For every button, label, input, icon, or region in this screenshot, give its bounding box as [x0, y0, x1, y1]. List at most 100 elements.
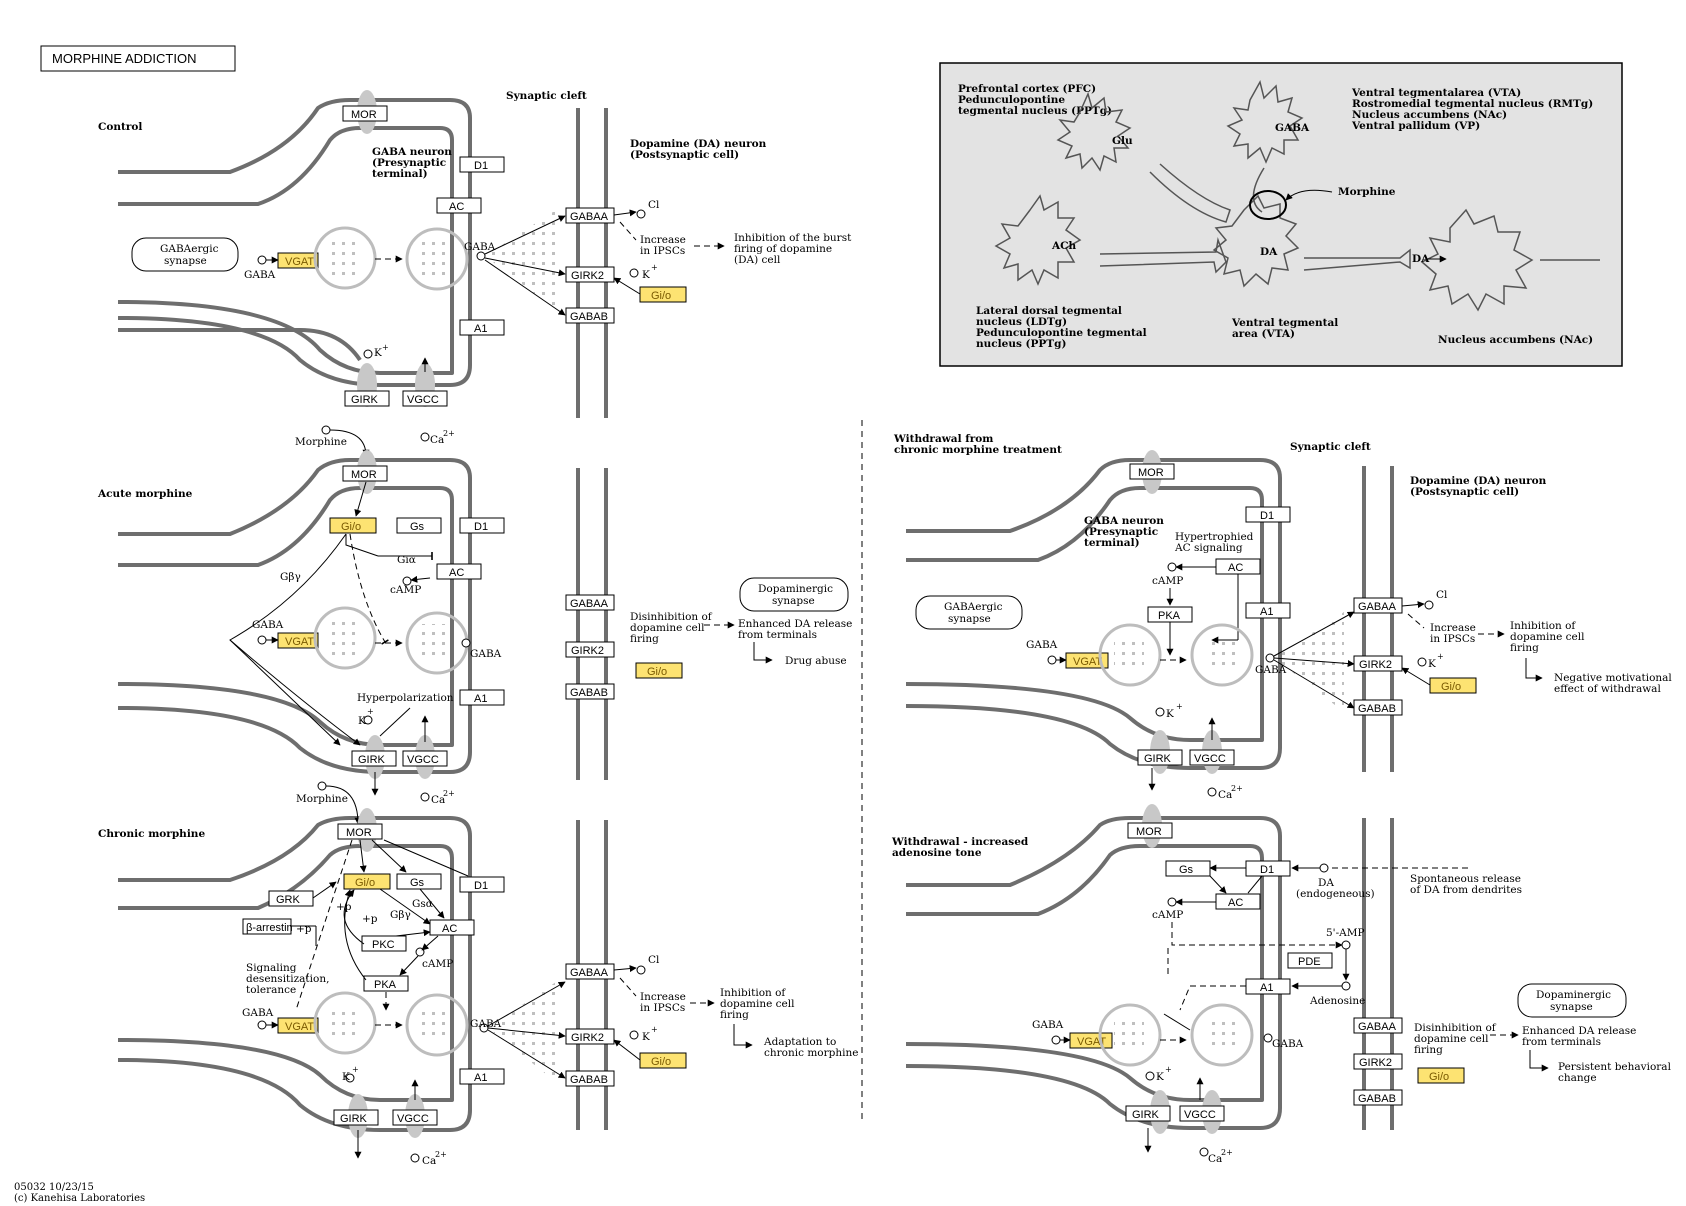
label-gaba-neuron-w3: terminal): [1084, 537, 1140, 549]
gene-mor-chronic[interactable]: MOR: [337, 823, 383, 840]
gene-vgat-adenosine[interactable]: VGAT: [1069, 1032, 1113, 1049]
map-title-box[interactable]: MORPHINE ADDICTION: [40, 45, 236, 72]
gene-girk-withdrawal[interactable]: GIRK: [1137, 749, 1183, 766]
gene-mor-control[interactable]: MOR: [342, 105, 388, 122]
gene-gabab-withdrawal[interactable]: GABAB: [1353, 699, 1403, 716]
svg-text:in IPSCs: in IPSCs: [640, 1002, 685, 1014]
gene-a1-chronic[interactable]: A1: [459, 1068, 505, 1085]
svg-text:Cl: Cl: [648, 199, 660, 211]
gene-gabab-chronic[interactable]: GABAB: [565, 1070, 615, 1087]
gene-ac-withdrawal[interactable]: AC: [1215, 558, 1261, 575]
gene-vgcc-adenosine[interactable]: VGCC: [1179, 1105, 1225, 1122]
gene-gabaa-chronic[interactable]: GABAA: [565, 963, 615, 980]
gene-a1-acute[interactable]: A1: [459, 689, 505, 706]
dopaminergic-synapse-link-w[interactable]: Dopaminergic synapse: [1517, 983, 1627, 1018]
svg-text:GABA: GABA: [1026, 639, 1058, 651]
svg-text:GABA: GABA: [464, 241, 496, 253]
gene-gabaa-acute[interactable]: GABAA: [565, 594, 615, 611]
gene-grk-chronic[interactable]: GRK: [268, 890, 314, 907]
gene-vgat-withdrawal[interactable]: VGAT: [1065, 652, 1109, 669]
gene-gabaa-withdrawal[interactable]: GABAA: [1353, 597, 1403, 614]
gene-vgcc-control[interactable]: VGCC: [402, 390, 448, 407]
gene-gio-acute-post[interactable]: Gi/o: [635, 662, 683, 679]
gene-girk2-adenosine[interactable]: GIRK2: [1353, 1053, 1403, 1070]
svg-text:Inhibition of: Inhibition of: [720, 987, 786, 999]
gabaergic-synapse-link[interactable]: GABAergic synapse: [131, 237, 239, 272]
gene-gio-chronic[interactable]: Gi/o: [343, 873, 391, 890]
gene-a1-withdrawal[interactable]: A1: [1245, 602, 1291, 619]
gene-d1-adenosine[interactable]: D1: [1245, 860, 1291, 877]
gene-girk2-control[interactable]: GIRK2: [565, 266, 615, 283]
gene-vgat-control[interactable]: VGAT: [277, 252, 319, 269]
gene-ac-adenosine[interactable]: AC: [1215, 893, 1261, 910]
gene-vgcc-acute[interactable]: VGCC: [402, 750, 448, 767]
svg-text:VGAT: VGAT: [285, 1021, 314, 1033]
gene-a1-control[interactable]: A1: [459, 319, 505, 336]
panel-label-chronic: Chronic morphine: [98, 828, 205, 840]
gene-d1-control[interactable]: D1: [459, 156, 505, 173]
gene-gabab-control[interactable]: GABAB: [565, 307, 615, 324]
svg-text:cAMP: cAMP: [1152, 575, 1183, 587]
gene-girk-chronic[interactable]: GIRK: [333, 1109, 379, 1126]
gene-gs-chronic[interactable]: Gs: [396, 873, 442, 890]
svg-text:VGAT: VGAT: [285, 256, 314, 268]
gene-barrestin-chronic[interactable]: β-arrestin: [242, 918, 293, 935]
gene-ac-acute[interactable]: AC: [436, 563, 482, 580]
gene-pde-adenosine[interactable]: PDE: [1287, 952, 1333, 969]
svg-text:firing: firing: [630, 633, 659, 645]
gene-gabab-adenosine[interactable]: GABAB: [1353, 1089, 1403, 1106]
svg-text:of DA from dendrites: of DA from dendrites: [1410, 884, 1522, 896]
gene-gio-acute[interactable]: Gi/o: [329, 517, 377, 534]
label-gaba-neuron-2: (Presynaptic: [372, 157, 446, 169]
svg-text:GIRK2: GIRK2: [571, 645, 604, 657]
gabaergic-synapse-link-w[interactable]: GABAergic synapse: [915, 595, 1023, 630]
gene-girk2-chronic[interactable]: GIRK2: [565, 1028, 615, 1045]
gene-pka-chronic[interactable]: PKA: [363, 975, 409, 992]
svg-text:2+: 2+: [435, 1150, 447, 1159]
gene-gabaa-control[interactable]: GABAA: [565, 207, 615, 224]
svg-text:A1: A1: [1260, 982, 1273, 994]
svg-text:Rostromedial tegmental nucleus: Rostromedial tegmental nucleus (RMTg): [1352, 98, 1593, 110]
svg-text:Adenosine: Adenosine: [1309, 995, 1365, 1007]
gene-gio-adenosine[interactable]: Gi/o: [1417, 1067, 1465, 1084]
dopaminergic-synapse-link-acute[interactable]: Dopaminergic synapse: [739, 577, 849, 612]
gene-mor-acute[interactable]: MOR: [342, 465, 388, 482]
gene-ac-control[interactable]: AC: [436, 197, 482, 214]
svg-text:Gi/o: Gi/o: [651, 290, 671, 302]
gene-vgcc-withdrawal[interactable]: VGCC: [1189, 749, 1235, 766]
gene-girk2-withdrawal[interactable]: GIRK2: [1353, 655, 1403, 672]
gene-pka-withdrawal[interactable]: PKA: [1147, 606, 1193, 623]
svg-text:Ca: Ca: [431, 794, 445, 806]
gene-gio-withdrawal[interactable]: Gi/o: [1429, 677, 1477, 694]
gene-gio-control[interactable]: Gi/o: [639, 286, 687, 303]
svg-text:D1: D1: [1260, 864, 1274, 876]
gene-vgcc-chronic[interactable]: VGCC: [392, 1109, 438, 1126]
gene-d1-chronic[interactable]: D1: [459, 876, 505, 893]
gene-girk-acute[interactable]: GIRK: [351, 750, 397, 767]
gene-gs-adenosine[interactable]: Gs: [1165, 860, 1211, 877]
gene-vgat-acute[interactable]: VGAT: [277, 632, 319, 649]
svg-text:GABAA: GABAA: [570, 211, 609, 223]
gene-gabab-acute[interactable]: GABAB: [565, 683, 615, 700]
svg-text:+: +: [367, 707, 374, 716]
svg-text:Signaling: Signaling: [246, 962, 297, 974]
gene-girk-adenosine[interactable]: GIRK: [1125, 1105, 1171, 1122]
svg-text:Adaptation to: Adaptation to: [763, 1036, 836, 1048]
gene-mor-withdrawal[interactable]: MOR: [1129, 463, 1175, 480]
gene-gio-chronic-post[interactable]: Gi/o: [639, 1052, 687, 1069]
gene-gs-acute[interactable]: Gs: [396, 517, 442, 534]
svg-text:Persistent behavioral: Persistent behavioral: [1558, 1061, 1672, 1073]
gene-ac-chronic[interactable]: AC: [429, 919, 475, 936]
gene-a1-adenosine[interactable]: A1: [1245, 978, 1291, 995]
gene-d1-acute[interactable]: D1: [459, 517, 505, 534]
svg-text:from terminals: from terminals: [1522, 1036, 1601, 1048]
gene-mor-adenosine[interactable]: MOR: [1127, 822, 1173, 839]
svg-text:synapse: synapse: [772, 595, 815, 607]
gene-pkc-chronic[interactable]: PKC: [361, 935, 407, 952]
gene-girk-control[interactable]: GIRK: [344, 390, 390, 407]
gene-gabaa-adenosine[interactable]: GABAA: [1353, 1017, 1403, 1034]
gene-d1-withdrawal[interactable]: D1: [1245, 506, 1291, 523]
gene-girk2-acute[interactable]: GIRK2: [565, 641, 615, 658]
gene-vgat-chronic[interactable]: VGAT: [277, 1017, 319, 1034]
panel-label-withdrawal-2: chronic morphine treatment: [894, 444, 1062, 456]
